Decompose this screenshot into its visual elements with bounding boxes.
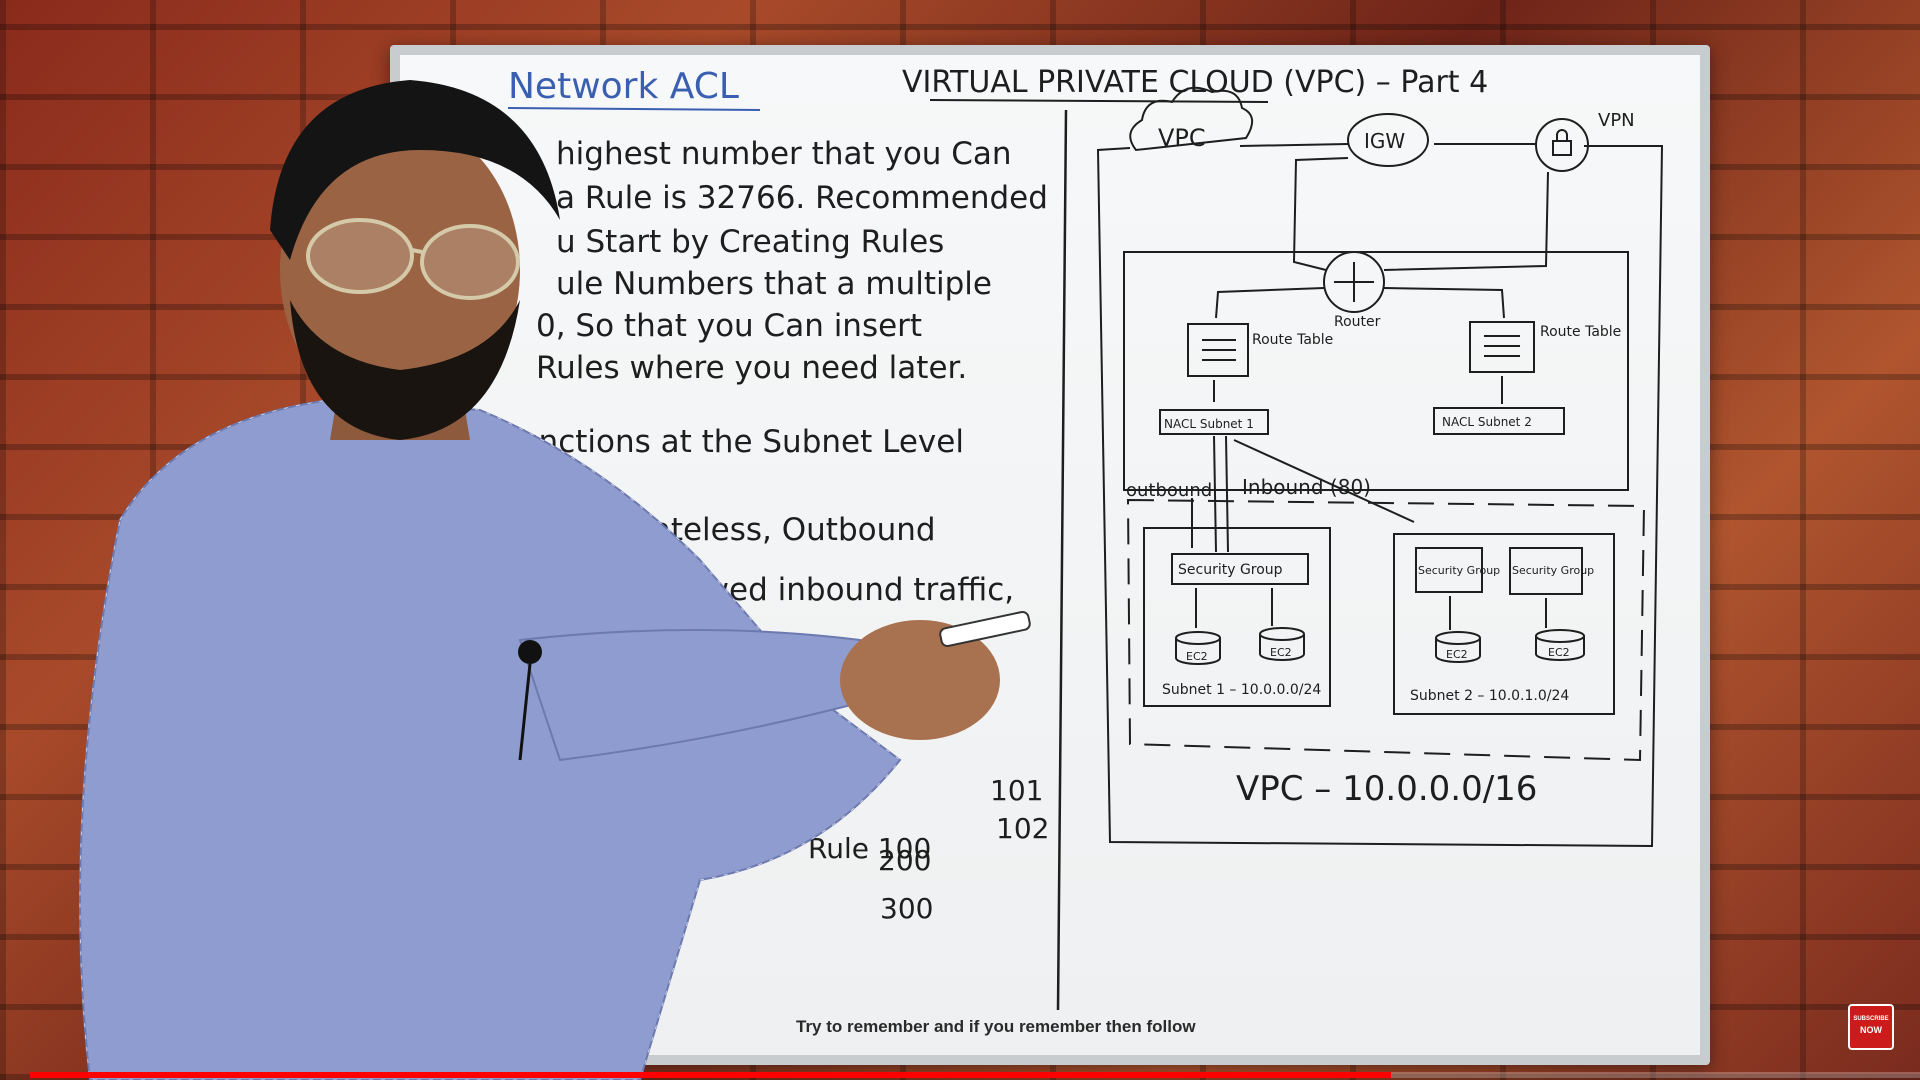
note-line: u Start by Creating Rules — [556, 224, 944, 260]
acl-notes: highest number that you Can a Rule is 32… — [508, 136, 1048, 755]
note-line: 0, So that you Can insert — [536, 308, 922, 344]
ec2-label: EC2 — [1186, 650, 1208, 663]
route-table-1-label: Route Table — [1252, 332, 1333, 348]
security-group-2a — [1415, 547, 1483, 593]
ec2-icon — [1175, 631, 1221, 645]
note-line: explicitly allowed — [612, 628, 880, 664]
router-icon — [1323, 251, 1385, 313]
network-acl-title: Network ACL — [508, 66, 739, 107]
vpc-diagram — [1096, 86, 1664, 848]
video-progress-fill — [30, 1072, 1391, 1078]
rule-number: 101 — [990, 774, 1043, 807]
note-line: highest number that you Can — [556, 136, 1012, 172]
subscribe-badge[interactable]: SUBSCRIBE NOW — [1848, 1004, 1894, 1050]
security-group-1 — [1171, 553, 1309, 585]
security-group-2a-label: Security Group — [1418, 564, 1500, 577]
router-label: Router — [1334, 314, 1381, 330]
rule-number: 300 — [880, 892, 933, 925]
security-group-1-label: Security Group — [1178, 562, 1283, 578]
note-line: Rules where you need later. — [536, 350, 967, 386]
routing-box — [1123, 251, 1629, 491]
vpn-label: VPN — [1598, 110, 1635, 131]
outbound-label: outbound — [1126, 480, 1212, 501]
rule-numbers: Rule 100 200 300 101 102 — [808, 774, 1049, 925]
vpn-icon — [1535, 118, 1589, 172]
igw-icon — [1347, 113, 1429, 167]
security-group-2b-label: Security Group — [1512, 564, 1594, 577]
vpc-part4-title: VIRTUAL PRIVATE CLOUD (VPC) – Part 4 — [902, 65, 1488, 100]
nacl-1-label: NACL Subnet 1 — [1164, 417, 1254, 431]
rule-number: 102 — [996, 812, 1049, 845]
ec2-icon — [1435, 631, 1481, 645]
note-line: are Stateless, Outbound — [560, 512, 936, 548]
note-line: functions at the Subnet Level — [508, 424, 964, 460]
ec2-label: EC2 — [1270, 646, 1292, 659]
vpc-cidr-label: VPC – 10.0.0.0/16 — [1236, 769, 1537, 809]
note-line: ule Numbers that a multiple — [556, 266, 992, 302]
nacl-subnet-2 — [1433, 407, 1565, 435]
nacl-2-label: NACL Subnet 2 — [1442, 415, 1532, 429]
route-table-icon — [1187, 323, 1249, 377]
subscribe-top-label: SUBSCRIBE — [1853, 1016, 1889, 1022]
ec2-label: EC2 — [1446, 648, 1468, 661]
nacl-subnet-1 — [1159, 409, 1269, 435]
ec2-icon — [1259, 627, 1305, 641]
board-caption: Try to remember and if you remember then… — [796, 1017, 1196, 1036]
diagram-labels: VPC IGW VPN Router Route Table Route Tab… — [1126, 110, 1635, 809]
subnet-1-box — [1143, 527, 1331, 707]
security-group-2b — [1509, 547, 1583, 595]
note-line: a Rule is 32766. Recommended — [556, 180, 1048, 216]
ec2-icon — [1535, 629, 1585, 643]
igw-label: IGW — [1364, 129, 1405, 153]
vpc-label: VPC — [1158, 124, 1206, 152]
ec2-label: EC2 — [1548, 646, 1570, 659]
vpc-boundary — [1096, 145, 1664, 848]
inbound-label: Inbound (80) — [1242, 475, 1371, 499]
subnet-region — [1126, 498, 1646, 762]
route-table-icon — [1469, 321, 1535, 373]
subscribe-bottom-label: NOW — [1860, 1025, 1882, 1035]
video-progress-bar[interactable] — [30, 1072, 1920, 1078]
note-line: ave — [660, 725, 707, 755]
rule-number: 200 — [878, 844, 931, 877]
subnet-2-box — [1393, 533, 1615, 715]
board-divider — [1056, 109, 1068, 1011]
note-line: an allowed inbound traffic, — [600, 572, 1014, 608]
subnet-1-cidr: Subnet 1 – 10.0.0.0/24 — [1162, 682, 1321, 698]
subnet-2-cidr: Subnet 2 – 10.0.1.0/24 — [1410, 688, 1569, 704]
cloud-icon — [1129, 86, 1253, 152]
route-table-2-label: Route Table — [1540, 324, 1621, 340]
